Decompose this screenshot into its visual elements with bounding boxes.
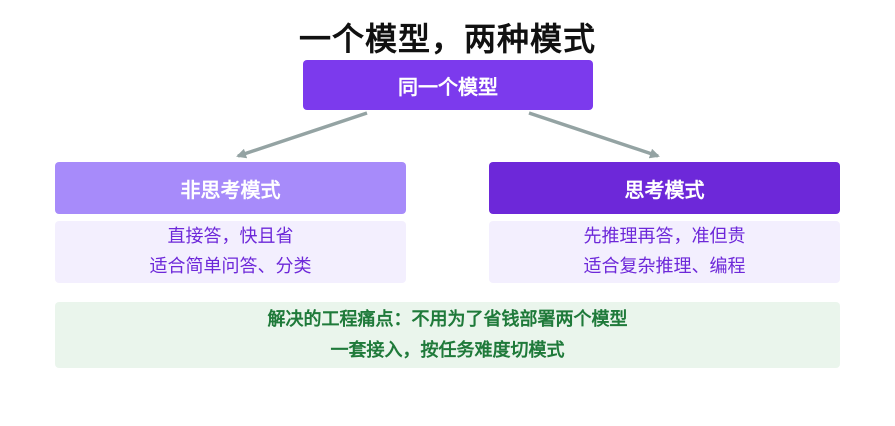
non-thinking-mode-label: 非思考模式: [180, 177, 281, 202]
pain-point-line-2: 一套接入，按任务难度切模式: [330, 340, 565, 361]
non-thinking-mode-header: 非思考模式: [55, 162, 406, 214]
thinking-mode-description: 先推理再答，准但贵 适合复杂推理、编程: [489, 221, 840, 283]
pain-point-line-1: 解决的工程痛点：不用为了省钱部署两个模型: [267, 309, 628, 330]
arrow-to-thinking: [528, 111, 660, 159]
non-thinking-mode-description: 直接答，快且省 适合简单问答、分类: [55, 221, 406, 283]
same-model-label: 同一个模型: [398, 74, 498, 99]
diagram-title: 一个模型，两种模式: [298, 20, 596, 58]
non-thinking-line-1: 直接答，快且省: [167, 226, 294, 247]
thinking-mode-label: 思考模式: [624, 177, 705, 202]
thinking-line-1: 先推理再答，准但贵: [583, 226, 746, 247]
engineering-pain-point-box: 解决的工程痛点：不用为了省钱部署两个模型 一套接入，按任务难度切模式: [55, 302, 840, 368]
same-model-box: 同一个模型: [303, 60, 593, 110]
thinking-line-2: 适合复杂推理、编程: [583, 256, 746, 277]
arrow-to-non-thinking: [236, 111, 368, 159]
non-thinking-line-2: 适合简单问答、分类: [149, 256, 312, 277]
thinking-mode-header: 思考模式: [489, 162, 840, 214]
